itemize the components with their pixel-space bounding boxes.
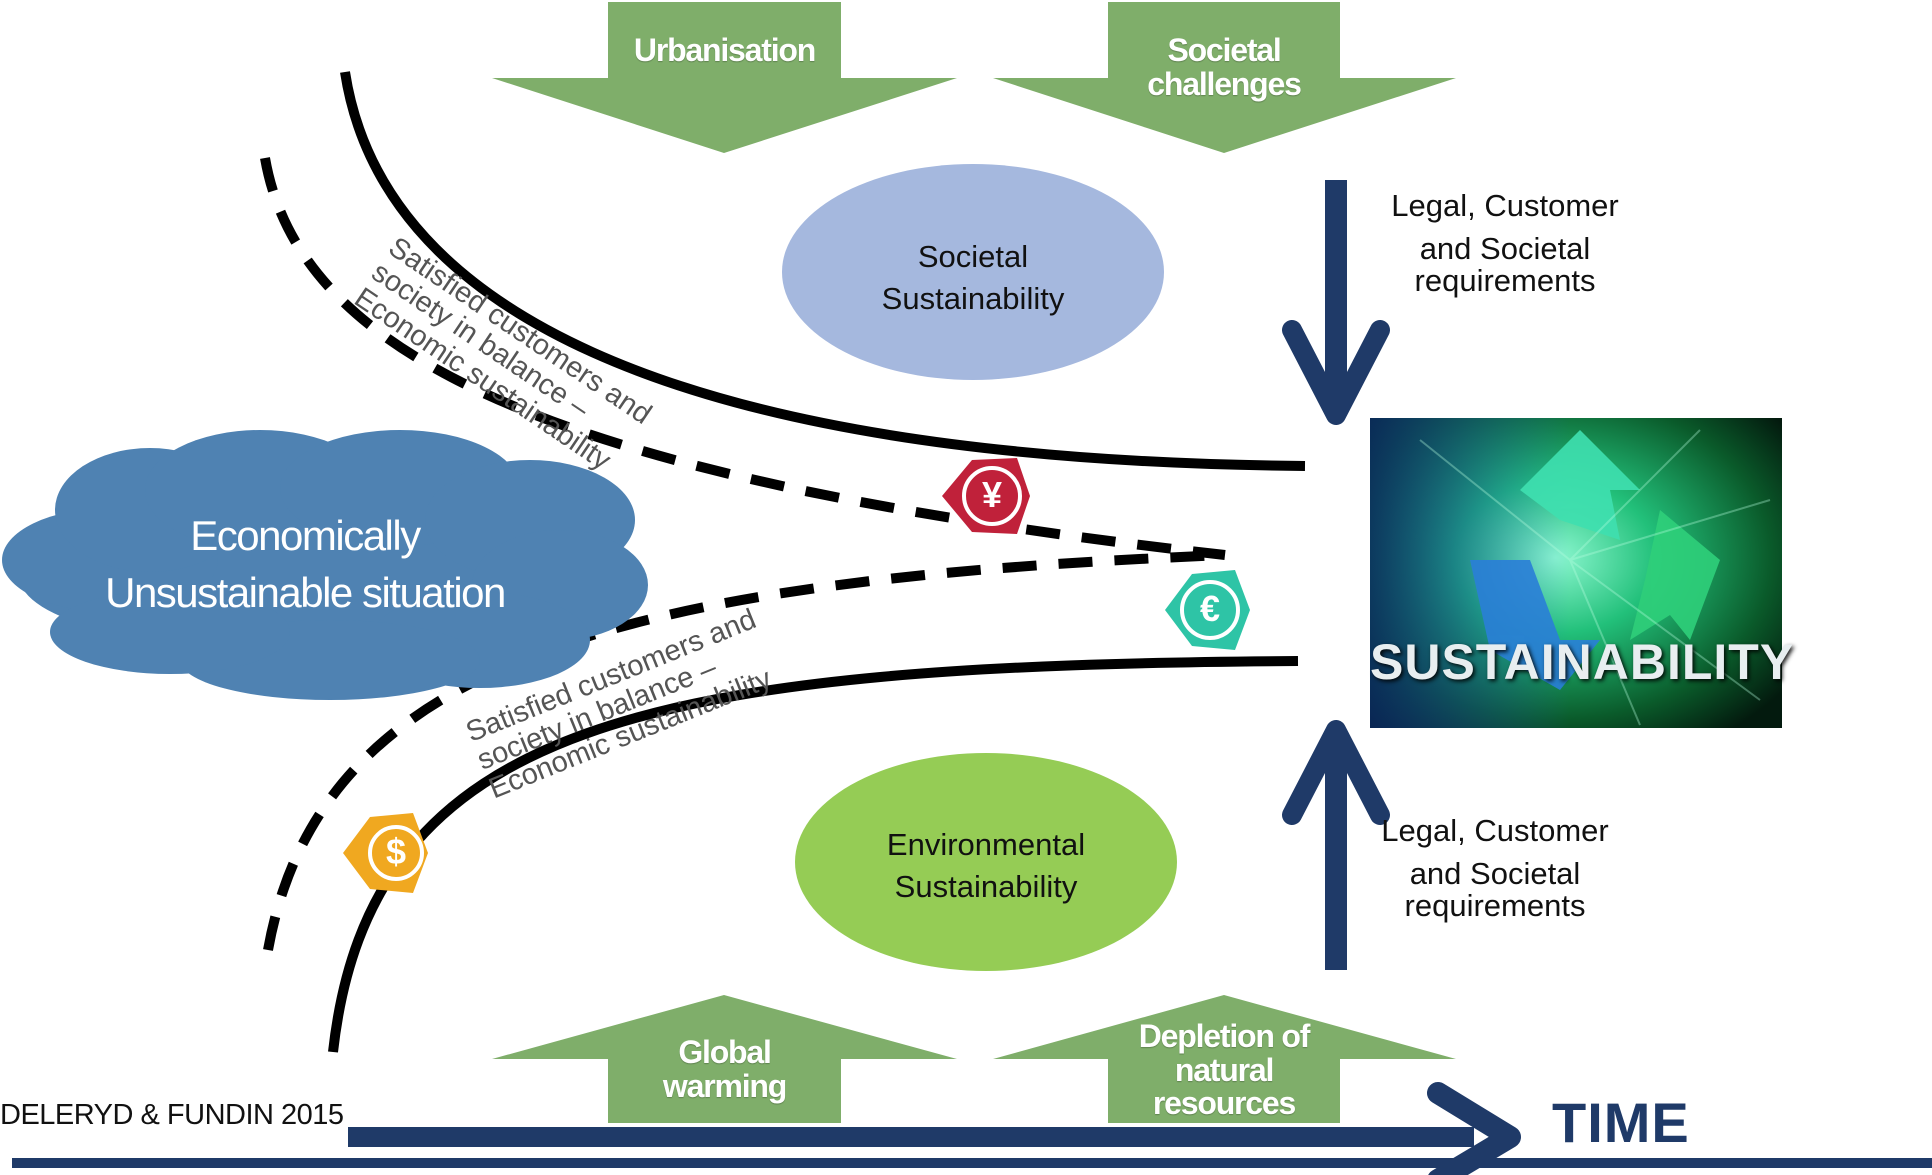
urbanisation-arrow (492, 2, 957, 153)
requirements-up-arrow (1282, 720, 1390, 970)
depletion-label: Depletion of natural resources (1108, 1018, 1340, 1122)
global-warming-arrow (492, 995, 957, 1123)
environmental-sustainability-label: Environmental Sustainability (822, 824, 1150, 908)
societal-sustainability-oval (782, 164, 1164, 380)
yen-icon (942, 458, 1030, 534)
top-req-line-2: and Societal (1419, 230, 1591, 266)
depletion-line-1: Depletion of (1138, 1018, 1311, 1054)
top-req-line-1: Legal, Customer (1391, 188, 1619, 223)
global-warming-label: Global warming (608, 1034, 841, 1104)
environmental-oval-line-1: Environmental (886, 827, 1086, 862)
cloud-line-1: Economically (190, 512, 421, 559)
euro-symbol: € (1199, 588, 1221, 629)
economically-unsustainable-cloud (2, 430, 648, 700)
depletion-arrow (993, 995, 1456, 1123)
recycle-icon (1470, 430, 1720, 690)
bottom-req-line-3: requirements (1404, 888, 1586, 924)
dollar-symbol: $ (385, 831, 407, 872)
lower-boundary-curve (328, 656, 1299, 1053)
societal-oval-line-2: Sustainability (881, 280, 1065, 316)
sustainability-image-text: SUSTAINABILITY (1370, 634, 1795, 690)
global-warming-line-2: warming (662, 1067, 787, 1104)
societal-challenges-line-2: challenges (1147, 65, 1302, 102)
societal-challenges-arrow (993, 2, 1456, 153)
depletion-line-2: natural (1174, 1051, 1274, 1088)
time-axis (12, 1082, 1932, 1175)
sustainability-image (1370, 418, 1782, 728)
cloud-line-2: Unsustainable situation (105, 568, 506, 616)
top-req-line-3: requirements (1414, 263, 1596, 299)
euro-icon (1165, 570, 1250, 650)
requirements-down-arrow (1282, 180, 1390, 425)
environmental-sustainability-oval (795, 753, 1177, 971)
yen-symbol: ¥ (981, 474, 1003, 515)
global-warming-line-1: Global (678, 1034, 772, 1070)
bottom-req-line-2: and Societal (1409, 855, 1581, 891)
credit-label: DELERYD & FUNDIN 2015 (0, 1099, 344, 1131)
top-requirements-label: Legal, Customer and Societal requirement… (1360, 188, 1650, 299)
societal-oval-line-1: Societal (917, 239, 1029, 274)
environmental-oval-line-2: Sustainability (894, 868, 1078, 904)
societal-challenges-label: Societal challenges (1108, 32, 1340, 102)
urbanisation-label: Urbanisation (608, 32, 841, 68)
societal-sustainability-label: Societal Sustainability (810, 236, 1136, 320)
cloud-label: Economically Unsustainable situation (40, 508, 570, 621)
upper-dashed-path (260, 157, 1226, 560)
bottom-req-line-1: Legal, Customer (1381, 813, 1609, 848)
societal-challenges-line-1: Societal (1167, 32, 1281, 68)
urbanisation-label-line: Urbanisation (633, 32, 816, 68)
time-label: TIME (1552, 1091, 1690, 1154)
dollar-icon (343, 813, 428, 893)
upper-boundary-curve (340, 71, 1306, 471)
depletion-line-3: resources (1152, 1085, 1296, 1122)
bottom-requirements-label: Legal, Customer and Societal requirement… (1350, 813, 1640, 924)
light-rays (1419, 429, 1771, 726)
